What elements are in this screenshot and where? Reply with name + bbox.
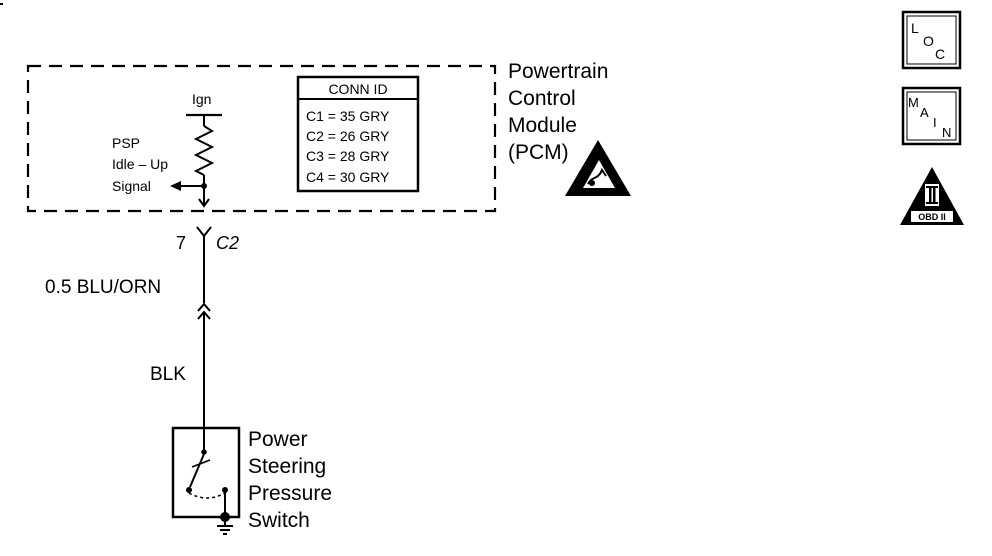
ground-icon xyxy=(217,512,233,535)
main-letter: N xyxy=(942,125,951,140)
ign-label: Ign xyxy=(192,91,211,107)
main-icon[interactable]: M A I N xyxy=(901,86,962,146)
switch-label-line: Pressure xyxy=(248,482,332,505)
main-letter: M xyxy=(908,95,919,110)
conn-id-entry: C4 = 30 GRY xyxy=(306,169,390,185)
pressure-switch xyxy=(171,426,241,519)
pcm-label: Powertrain Control Module (PCM) xyxy=(508,60,608,164)
loc-letter: C xyxy=(935,46,945,62)
main-letter: I xyxy=(933,115,937,130)
signal-arrow-icon xyxy=(170,181,181,191)
conn-id-entry: C1 = 35 GRY xyxy=(306,108,390,124)
conn-id-title: CONN ID xyxy=(328,81,387,97)
pcm-label-line: (PCM) xyxy=(508,141,569,164)
wire-label-lower: BLK xyxy=(150,364,186,385)
obd-ii-label: OBD II xyxy=(918,212,946,222)
switch-label: Power Steering Pressure Switch xyxy=(248,428,332,532)
switch-label-line: Power xyxy=(248,428,308,451)
pin-number: 7 xyxy=(176,233,186,253)
psp-signal-label: PSP Idle – Up Signal xyxy=(112,135,168,194)
psp-signal-line: Signal xyxy=(112,178,151,194)
pin-arrow-icon xyxy=(198,198,210,208)
main-letter: A xyxy=(920,105,929,120)
connector-id: C2 xyxy=(216,233,239,253)
conn-id-entry: C3 = 28 GRY xyxy=(306,148,390,164)
esd-warning-icon xyxy=(565,140,631,196)
pull-up-resistor xyxy=(193,125,215,176)
switch-label-line: Steering xyxy=(248,455,326,478)
wire-label-upper: 0.5 BLU/ORN xyxy=(45,277,161,298)
loc-letter: L xyxy=(911,20,919,36)
pcm-label-line: Module xyxy=(508,114,577,137)
psp-signal-line: Idle – Up xyxy=(112,156,168,172)
pcm-label-line: Powertrain xyxy=(508,60,608,83)
conn-id-table: CONN ID C1 = 35 GRY C2 = 26 GRY C3 = 28 … xyxy=(296,75,420,193)
pcm-boundary xyxy=(26,64,497,213)
switch-label-line: Switch xyxy=(248,509,310,532)
loc-letter: O xyxy=(923,33,934,49)
psp-signal-line: PSP xyxy=(112,135,140,151)
pcm-label-line: Control xyxy=(508,87,576,110)
loc-icon[interactable]: L O C xyxy=(901,10,962,70)
c2-connector-icon xyxy=(196,226,212,238)
switch-blade xyxy=(189,453,205,488)
obd-ii-icon[interactable]: OBD II xyxy=(900,167,964,225)
conn-id-entry: C2 = 26 GRY xyxy=(306,128,390,144)
